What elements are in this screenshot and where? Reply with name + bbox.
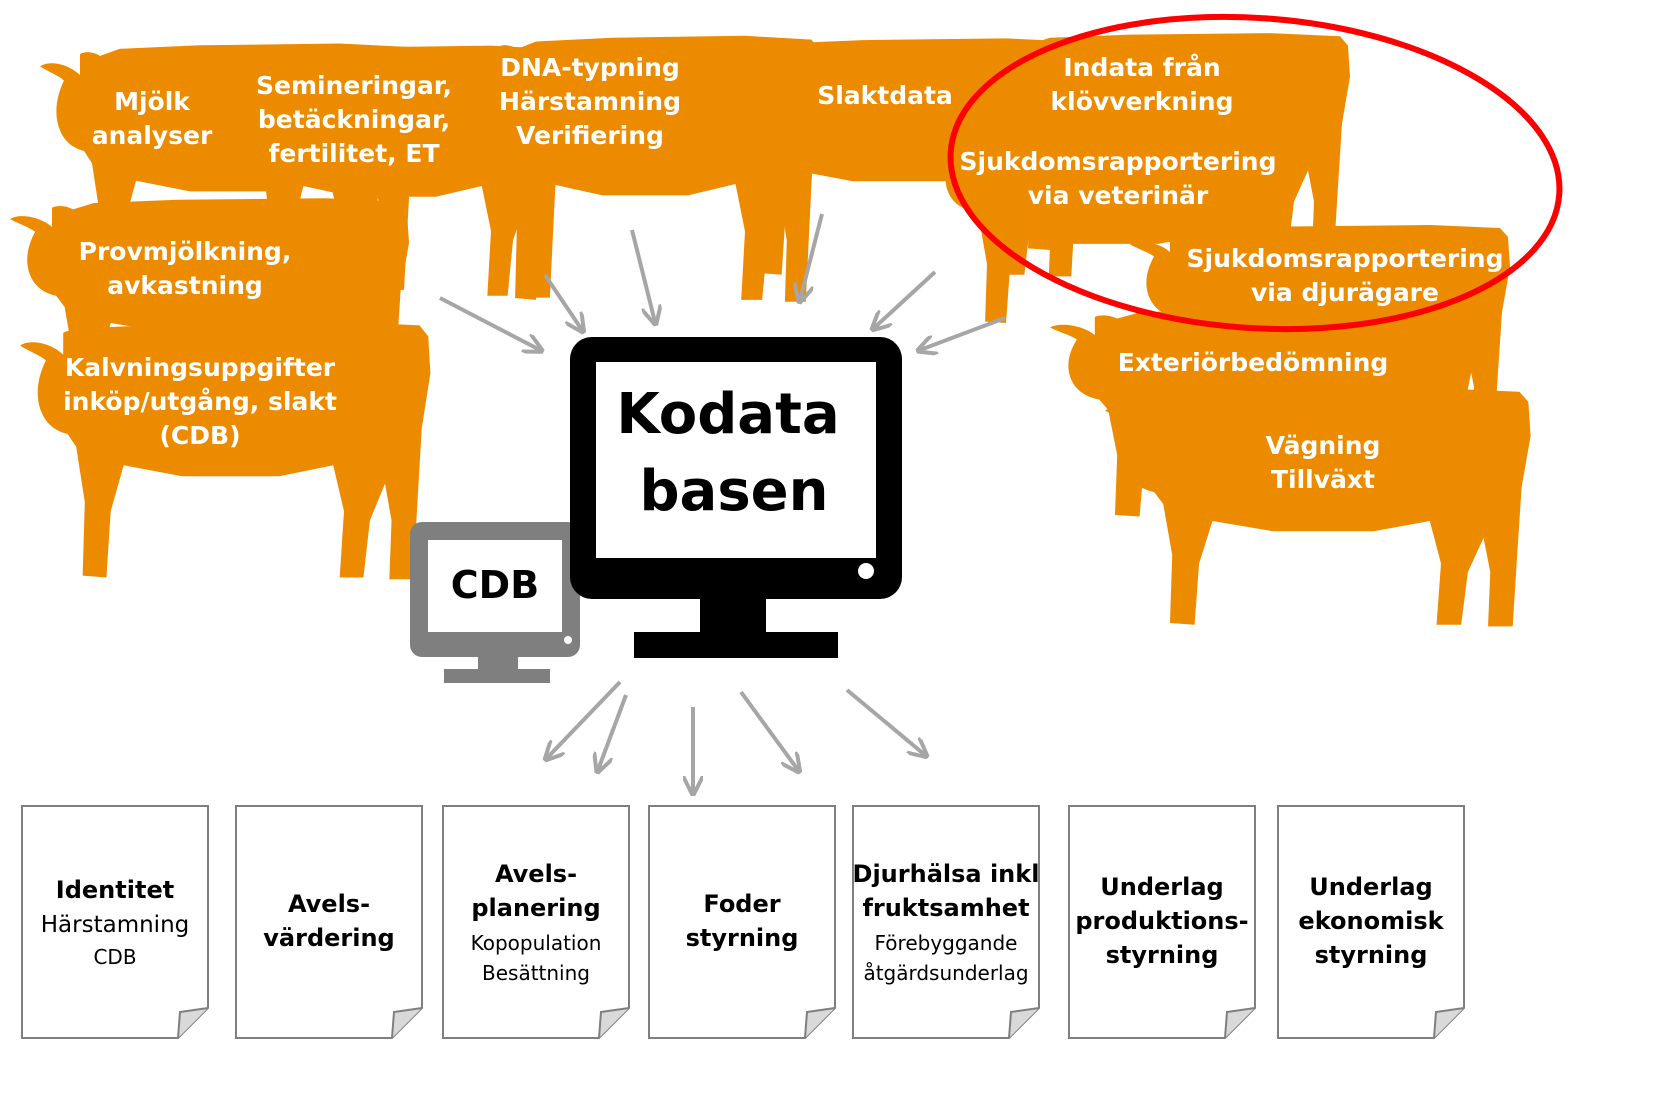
input-source-label: Härstamning — [499, 87, 681, 116]
cdb-monitor: CDB — [410, 522, 580, 683]
document-page-icon — [852, 805, 1040, 1039]
output-document-label: värdering — [263, 924, 394, 952]
cdb-label: CDB — [451, 563, 539, 607]
input-source-9: Kalvningsuppgifter inköp/utgång, slakt (CD… — [20, 321, 431, 580]
output-document-label: Avels- — [495, 860, 577, 888]
input-source-label: fertilitet, ET — [268, 139, 439, 168]
output-document-label: styrning — [686, 924, 799, 952]
input-source-label: klövverkning — [1051, 87, 1234, 116]
highlight-ellipse — [947, 13, 1563, 333]
output-document-label: åtgärdsunderlag — [863, 961, 1028, 985]
computer-monitor-icon — [570, 337, 902, 658]
input-source-1: Mjölk analyser — [40, 43, 420, 290]
output-document-label: produktions- — [1075, 907, 1248, 935]
output-document-label: styrning — [1106, 941, 1219, 969]
input-source-label: Provmjölkning, — [79, 237, 292, 266]
output-document-7: Underlag ekonomisk styrning — [1277, 805, 1465, 1039]
input-source-label: Tillväxt — [1271, 465, 1375, 494]
output-document-label: Kopopulation — [471, 931, 602, 955]
output-document-label: Foder — [703, 890, 780, 918]
input-source-label: inköp/utgång, slakt — [63, 387, 337, 416]
arrow-out-5 — [845, 688, 925, 755]
input-source-label: Semineringar, — [256, 71, 452, 100]
input-source-label: via djurägare — [1251, 278, 1439, 307]
document-page-icon — [648, 805, 836, 1039]
input-source-label: (CDB) — [159, 421, 240, 450]
input-source-10: Exteriörbedömning — [1050, 308, 1476, 518]
output-document-label: Besättning — [482, 961, 590, 985]
input-source-label: Sjukdomsrapportering — [960, 147, 1277, 176]
input-arrows — [439, 213, 1006, 350]
output-document-label: styrning — [1315, 941, 1428, 969]
input-source-label: Exteriörbedömning — [1118, 348, 1389, 377]
output-document-label: Identitet — [56, 876, 174, 904]
output-document-label: Underlag — [1309, 873, 1432, 901]
output-document-label: CDB — [93, 945, 136, 969]
kodata-label-line2: basen — [639, 459, 828, 524]
input-source-label: Kalvningsuppgifter — [65, 353, 336, 382]
output-document-label: Underlag — [1100, 873, 1223, 901]
input-source-label: analyser — [92, 121, 213, 150]
cow-silhouette-icon — [1105, 388, 1531, 627]
arrow-in-2 — [543, 273, 582, 330]
output-document-label: Härstamning — [41, 912, 190, 938]
output-document-label: Förebyggande — [875, 931, 1018, 955]
arrow-in-6 — [920, 316, 1006, 350]
kodata-monitor: Kodata basen — [570, 337, 902, 658]
input-source-label: Sjukdomsrapportering — [1187, 244, 1504, 273]
input-source-label: Indata från — [1063, 53, 1220, 82]
input-source-label: Slaktdata — [817, 81, 953, 110]
output-document-label: fruktsamhet — [862, 894, 1029, 922]
input-source-label: Vägning — [1266, 431, 1381, 460]
arrow-in-3 — [630, 229, 655, 322]
input-source-8: Sjukdomsrapportering via djurägare — [1130, 225, 1510, 435]
output-documents: IdentitetHärstamningCDBAvels-värderingAv… — [21, 805, 1465, 1039]
document-page-icon — [442, 805, 630, 1039]
output-document-4: Foder styrning — [648, 805, 836, 1039]
arrow-out-4 — [739, 690, 798, 770]
input-sources: Mjölk analyser Semineringar, betäckningar, f… — [10, 33, 1531, 627]
computer-monitor-icon — [410, 522, 580, 683]
input-source-4: Slaktdata — [700, 38, 1088, 277]
output-document-label: planering — [471, 894, 600, 922]
output-arrows — [547, 680, 925, 792]
kodata-label-line1: Kodata — [616, 382, 839, 447]
output-document-6: Underlag produktions-styrning — [1068, 805, 1256, 1039]
input-source-label: avkastning — [107, 271, 263, 300]
input-source-label: DNA-typning — [500, 53, 680, 82]
input-source-5: Indata från klövverkning — [970, 33, 1350, 252]
input-source-label: Mjölk — [114, 87, 191, 116]
arrow-in-1 — [439, 296, 540, 350]
output-document-label: Djurhälsa inkl — [853, 860, 1040, 888]
output-document-2: Avels-värdering — [235, 805, 423, 1039]
arrow-in-5 — [874, 270, 937, 328]
input-source-label: Verifiering — [516, 121, 664, 150]
input-source-label: via veterinär — [1028, 181, 1209, 210]
output-document-label: Avels- — [288, 890, 370, 918]
input-source-2: Semineringar, betäckningar, fertilitet, ET — [215, 45, 565, 298]
arrow-in-4 — [800, 213, 824, 300]
arrow-out-2 — [598, 694, 628, 770]
input-source-7: Provmjölkning, avkastning — [10, 198, 409, 423]
input-source-label: betäckningar, — [258, 105, 450, 134]
arrow-out-1 — [547, 680, 622, 758]
output-document-label: ekonomisk — [1298, 907, 1444, 935]
input-source-6: Sjukdomsrapportering via veterinär — [930, 122, 1291, 325]
document-page-icon — [235, 805, 423, 1039]
